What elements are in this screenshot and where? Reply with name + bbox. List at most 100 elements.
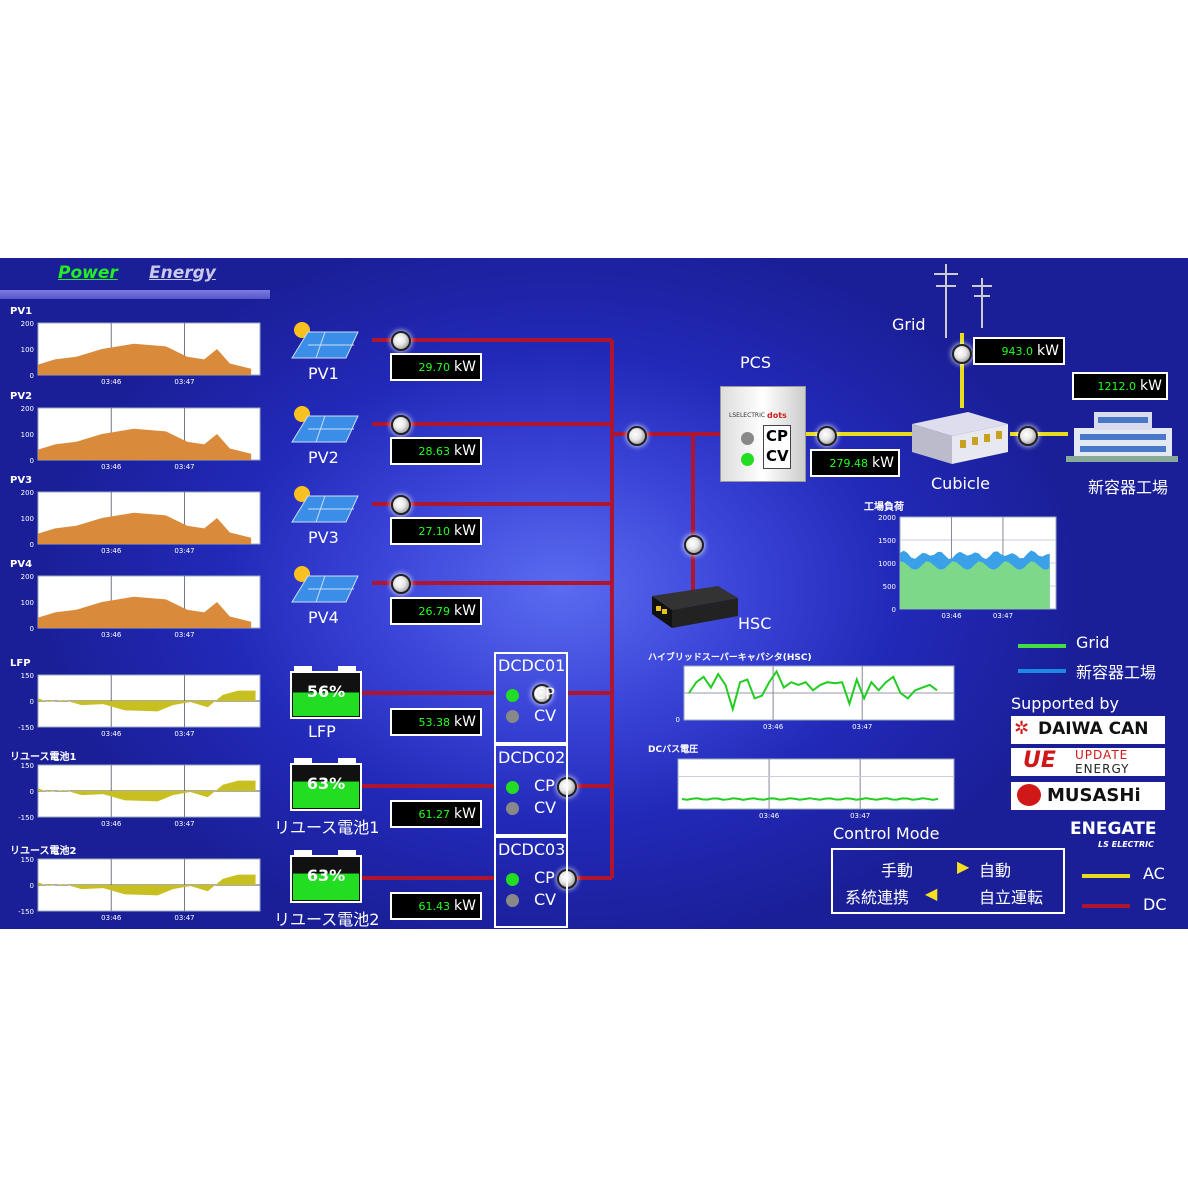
battery-label: リユース電池2 bbox=[274, 910, 380, 929]
battery-icon: 63% bbox=[290, 850, 362, 903]
battery-soc-text: 63% bbox=[306, 774, 346, 793]
dcdc-title: DCDC01 bbox=[498, 656, 566, 675]
battery-power-unit: kW bbox=[454, 714, 476, 730]
pcs-cabinet[interactable]: LSELECTRIC dots CP CV bbox=[720, 386, 806, 482]
chart-area-series bbox=[38, 343, 252, 375]
grid-power-value: 943.0 bbox=[1001, 345, 1034, 358]
node-pcs bbox=[817, 426, 837, 446]
node-dcdc01 bbox=[532, 684, 552, 704]
dcdc-mode-cp: CP bbox=[534, 868, 555, 887]
pv-power-value: 29.70 bbox=[418, 361, 451, 374]
factory-building-icon[interactable] bbox=[1066, 406, 1178, 462]
chart-xtick-label: 03:46 bbox=[941, 612, 962, 620]
pv-power-unit: kW bbox=[454, 443, 476, 459]
chart-xtick-label: 03:46 bbox=[101, 914, 122, 922]
dcdc-mode-cv: CV bbox=[534, 798, 557, 817]
chart-xtick-label: 03:47 bbox=[174, 730, 194, 738]
dcdc-mode-cv: CV bbox=[534, 890, 557, 909]
chart-xtick-label: 03:46 bbox=[101, 547, 122, 555]
solar-panel-icon[interactable] bbox=[288, 404, 362, 448]
legend-grid-swatch bbox=[1018, 644, 1066, 648]
left-chart-title: LFP bbox=[10, 658, 31, 669]
chart-ytick-label: 0 bbox=[30, 457, 34, 465]
ls-electric-logo: LS ELECTRIC bbox=[1098, 840, 1155, 849]
node-pv1 bbox=[391, 331, 411, 351]
pv-label: PV1 bbox=[308, 364, 339, 383]
chart-ytick-label: 0 bbox=[892, 606, 896, 614]
chart-xtick-label: 03:46 bbox=[101, 378, 122, 386]
cubicle-building-icon[interactable] bbox=[908, 402, 1012, 466]
chart-ytick-label: 0 bbox=[30, 698, 34, 706]
chart-xtick-label: 03:47 bbox=[850, 812, 870, 819]
battery-power-unit: kW bbox=[454, 898, 476, 914]
factory-power-unit: kW bbox=[1140, 378, 1162, 394]
tab-energy[interactable]: Energy bbox=[149, 263, 216, 283]
factory-label: 新容器工場 bbox=[1088, 478, 1169, 497]
node-pv2 bbox=[391, 415, 411, 435]
chart-xtick-label: 03:46 bbox=[759, 812, 780, 819]
dcdc-title: DCDC02 bbox=[498, 748, 566, 767]
chart-ytick-label: 150 bbox=[21, 762, 34, 770]
chart-ytick-label: 100 bbox=[21, 599, 34, 607]
left-chart-title: PV2 bbox=[10, 391, 33, 402]
node-factory bbox=[1018, 426, 1038, 446]
mode-grid-tie-button[interactable]: 系統連携 bbox=[845, 888, 910, 907]
chart-ytick-label: 200 bbox=[21, 573, 34, 581]
hsc-label: HSC bbox=[738, 614, 772, 633]
chart-ytick-label: 0 bbox=[30, 541, 34, 549]
tab-power[interactable]: Power bbox=[58, 263, 118, 283]
hsc-device-icon bbox=[652, 586, 738, 628]
control-mode-panel: 手動 ▶ 自動 系統連携 ◀ 自立運転 bbox=[831, 848, 1065, 914]
mode-standalone-button[interactable]: 自立運転 bbox=[979, 888, 1044, 907]
mode-manual-button[interactable]: 手動 bbox=[881, 861, 914, 880]
solar-panel-icon[interactable] bbox=[288, 320, 362, 364]
chart-xtick-label: 03:47 bbox=[174, 914, 194, 922]
battery-label: LFP bbox=[308, 722, 336, 741]
chart-ytick-label: 0 bbox=[30, 788, 34, 796]
chart-ytick-label: 1000 bbox=[878, 560, 896, 568]
left-chart-title: PV4 bbox=[10, 559, 33, 570]
battery-power-value: 61.43 bbox=[418, 900, 451, 913]
battery-soc-text: 63% bbox=[306, 866, 346, 885]
dcdc-cp-indicator bbox=[506, 781, 519, 794]
chart-ytick-label: 100 bbox=[21, 515, 34, 523]
musashi-mark-icon bbox=[1017, 784, 1041, 806]
ue-mark: UE bbox=[1023, 748, 1056, 773]
update-energy-logo: UE UPDATE ENERGY bbox=[1011, 748, 1165, 776]
daiwacan-logo: ✲ DAIWA CAN bbox=[1011, 716, 1165, 744]
pcs-cv-indicator bbox=[741, 453, 754, 466]
solar-panel-icon[interactable] bbox=[288, 484, 362, 528]
pv-power-unit: kW bbox=[454, 523, 476, 539]
chart-ytick-label: 200 bbox=[21, 489, 34, 497]
chart-ytick-label: 100 bbox=[21, 431, 34, 439]
pcs-mode-cv: CV bbox=[766, 447, 789, 465]
chart-ytick-label: 0 bbox=[30, 882, 34, 890]
hsc-chart-title: ハイブリッドスーパーキャパシタ(HSC) bbox=[648, 653, 812, 663]
chart-area-series bbox=[38, 596, 252, 628]
pcs-label: PCS bbox=[740, 353, 771, 372]
mode-auto-button[interactable]: 自動 bbox=[979, 861, 1012, 880]
dcdc-mode-cp: CP bbox=[534, 776, 555, 795]
chart-ytick-label: 500 bbox=[883, 583, 896, 591]
pv-power-unit: kW bbox=[454, 359, 476, 375]
chart-area-series bbox=[38, 690, 256, 712]
dcdc-cp-indicator bbox=[506, 689, 519, 702]
pcs-power-value: 279.48 bbox=[829, 457, 869, 470]
ue-line1: UPDATE bbox=[1075, 748, 1129, 762]
control-mode-title: Control Mode bbox=[833, 824, 940, 843]
solar-panel-icon[interactable] bbox=[288, 564, 362, 608]
